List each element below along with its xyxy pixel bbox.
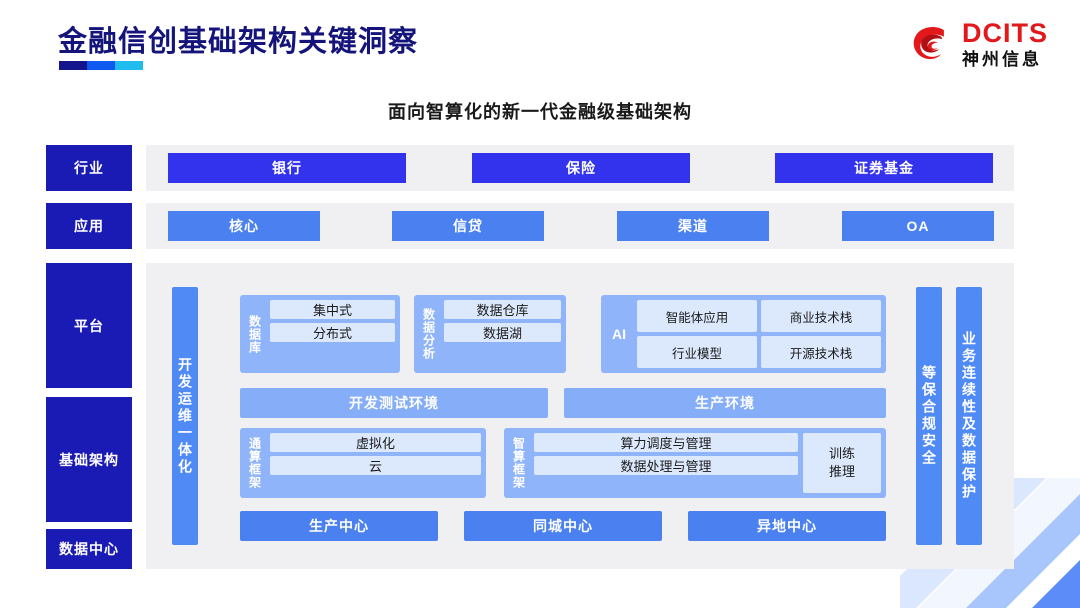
- cell-open-source-stack[interactable]: 开源技术栈: [761, 336, 881, 368]
- page-title: 金融信创基础架构关键洞察: [58, 26, 419, 58]
- rail-item-datacenter[interactable]: 数据中心: [46, 529, 132, 569]
- rail-item-industry[interactable]: 行业: [46, 145, 132, 191]
- accent-segment-2: [87, 61, 115, 70]
- vertical-bar-devops[interactable]: 开发运维一体化: [172, 287, 198, 545]
- label-training: 训练: [828, 446, 855, 462]
- group-label-general-compute: 通算框架: [247, 437, 262, 489]
- cell-data-processing[interactable]: 数据处理与管理: [534, 456, 798, 475]
- group-intelligent-compute-framework: 智算框架 算力调度与管理 数据处理与管理 训练 推理: [504, 428, 886, 498]
- cell-compute-scheduling[interactable]: 算力调度与管理: [534, 433, 798, 452]
- rail-item-application[interactable]: 应用: [46, 203, 132, 249]
- slide-subtitle: 面向智算化的新一代金融级基础架构: [388, 102, 692, 122]
- logo-text-en: DCITS: [962, 18, 1048, 48]
- industry-chip-bank[interactable]: 银行: [168, 153, 406, 183]
- industry-chip-securities[interactable]: 证券基金: [775, 153, 993, 183]
- title-accent-bar: [59, 61, 143, 70]
- group-data-analytics: 数据分析 数据仓库 数据湖: [414, 295, 566, 373]
- group-label-database: 数据库: [247, 314, 262, 354]
- cell-commercial-stack[interactable]: 商业技术栈: [761, 300, 881, 332]
- industry-row-panel: 银行 保险 证券基金: [146, 145, 1014, 191]
- label-inference: 推理: [828, 464, 855, 479]
- accent-segment-3: [115, 61, 143, 70]
- cell-distributed[interactable]: 分布式: [270, 323, 395, 342]
- group-label-ai: AI: [612, 326, 626, 342]
- cell-industry-model[interactable]: 行业模型: [637, 336, 757, 368]
- application-row-panel: 核心 信贷 渠道 OA: [146, 203, 1014, 249]
- accent-segment-1: [59, 61, 87, 70]
- cell-data-warehouse[interactable]: 数据仓库: [444, 300, 561, 319]
- dcits-swirl-icon: [913, 27, 944, 60]
- group-label-data-analytics: 数据分析: [421, 308, 436, 360]
- application-chip-core[interactable]: 核心: [168, 211, 320, 241]
- industry-chip-insurance[interactable]: 保险: [472, 153, 690, 183]
- brand-logo: DCITS 神州信息: [908, 20, 1048, 68]
- group-ai: AI 智能体应用 商业技术栈 行业模型 开源技术栈: [601, 295, 886, 373]
- env-bar-dev-test[interactable]: 开发测试环境: [240, 388, 548, 418]
- datacenter-chip-remote[interactable]: 异地中心: [688, 511, 886, 541]
- platform-main-panel: 开发运维一体化 等保合规安全 业务连续性及数据保护 数据库 集中式 分布式 数据…: [146, 263, 1014, 569]
- group-label-intelligent-compute: 智算框架: [511, 437, 526, 489]
- env-bar-production[interactable]: 生产环境: [564, 388, 886, 418]
- vertical-bar-continuity[interactable]: 业务连续性及数据保护: [956, 287, 982, 545]
- group-general-compute-framework: 通算框架 虚拟化 云: [240, 428, 486, 498]
- datacenter-chip-production[interactable]: 生产中心: [240, 511, 438, 541]
- cell-centralized[interactable]: 集中式: [270, 300, 395, 319]
- rail-item-infrastructure[interactable]: 基础架构: [46, 397, 132, 522]
- cell-training-inference[interactable]: 训练 推理: [803, 433, 881, 493]
- cell-virtualization[interactable]: 虚拟化: [270, 433, 481, 452]
- vertical-bar-security[interactable]: 等保合规安全: [916, 287, 942, 545]
- application-chip-oa[interactable]: OA: [842, 211, 994, 241]
- application-chip-channel[interactable]: 渠道: [617, 211, 769, 241]
- cell-data-lake[interactable]: 数据湖: [444, 323, 561, 342]
- rail-item-platform[interactable]: 平台: [46, 263, 132, 388]
- group-database: 数据库 集中式 分布式: [240, 295, 400, 373]
- application-chip-credit[interactable]: 信贷: [392, 211, 544, 241]
- cell-cloud[interactable]: 云: [270, 456, 481, 475]
- datacenter-chip-metro[interactable]: 同城中心: [464, 511, 662, 541]
- cell-agent-applications[interactable]: 智能体应用: [637, 300, 757, 332]
- logo-text-cn: 神州信息: [962, 50, 1042, 69]
